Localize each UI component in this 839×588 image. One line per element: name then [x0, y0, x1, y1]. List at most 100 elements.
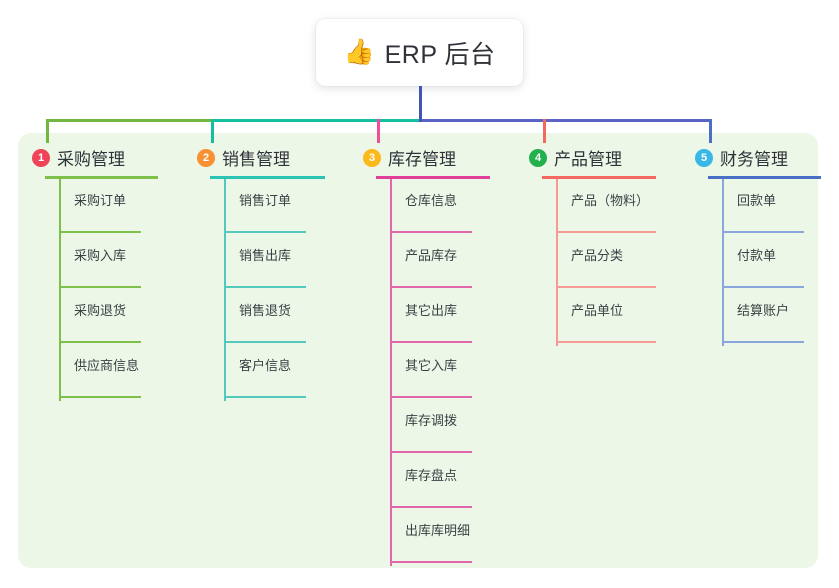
- column-title-2: 销售管理: [222, 150, 290, 169]
- leaf-label: 库存盘点: [405, 468, 458, 483]
- leaf-item[interactable]: 付款单: [722, 234, 824, 289]
- leaf-label: 产品（物料）: [571, 193, 650, 208]
- branch-drop-2: [211, 119, 214, 143]
- leaf-item[interactable]: 出库库明细: [390, 509, 492, 564]
- leaf-item[interactable]: 产品（物料）: [556, 179, 676, 234]
- leaf-item[interactable]: 产品分类: [556, 234, 676, 289]
- column-header-5[interactable]: 5 财务管理: [695, 145, 788, 170]
- leaf-item[interactable]: 产品库存: [390, 234, 492, 289]
- leaf-rule: [59, 286, 141, 288]
- leaf-item[interactable]: 其它入库: [390, 344, 492, 399]
- branch-drop-5: [709, 119, 712, 143]
- leaf-item[interactable]: 仓库信息: [390, 179, 492, 234]
- leaf-label: 销售出库: [239, 248, 292, 263]
- leaf-label: 产品库存: [405, 248, 458, 263]
- leaf-label: 其它出库: [405, 303, 458, 318]
- leaf-label: 销售退货: [239, 303, 292, 318]
- root-title: ERP 后台: [384, 40, 496, 69]
- leaf-item[interactable]: 其它出库: [390, 289, 492, 344]
- column-title-1: 采购管理: [57, 150, 125, 169]
- column-rule-3: [376, 176, 490, 179]
- column-badge-5: 5: [695, 148, 713, 167]
- leaf-item[interactable]: 库存调拨: [390, 399, 492, 454]
- leaf-item[interactable]: 销售出库: [224, 234, 326, 289]
- leaf-item[interactable]: 销售订单: [224, 179, 326, 234]
- leaf-label: 采购退货: [74, 303, 127, 318]
- leaf-label: 回款单: [737, 193, 777, 208]
- column-rule-5: [708, 176, 821, 179]
- column-spine-1: [59, 179, 61, 401]
- leaf-rule: [390, 341, 472, 343]
- leaf-rule: [390, 451, 472, 453]
- column-badge-1: 1: [32, 148, 50, 167]
- leaf-item[interactable]: 库存盘点: [390, 454, 492, 509]
- column-title-5: 财务管理: [720, 150, 788, 169]
- leaf-label: 产品单位: [571, 303, 624, 318]
- leaf-rule: [59, 396, 141, 398]
- leaf-item[interactable]: 回款单: [722, 179, 824, 234]
- leaf-rule: [390, 396, 472, 398]
- branch-drop-3: [377, 119, 380, 143]
- column-badge-4: 4: [529, 148, 547, 167]
- column-rule-2: [210, 176, 325, 179]
- column-spine-3: [390, 179, 392, 566]
- leaf-rule: [224, 286, 306, 288]
- leaf-rule: [722, 231, 804, 233]
- leaf-label: 付款单: [737, 248, 777, 263]
- bus-segment-left: [46, 119, 211, 122]
- leaf-item[interactable]: 结算账户: [722, 289, 824, 344]
- column-badge-3: 3: [363, 148, 381, 167]
- leaf-rule: [390, 231, 472, 233]
- leaf-item[interactable]: 采购入库: [59, 234, 161, 289]
- root-node[interactable]: 👍 ERP 后台: [316, 19, 523, 86]
- column-badge-2: 2: [197, 148, 215, 167]
- leaf-label: 供应商信息: [74, 358, 140, 373]
- leaf-item[interactable]: 销售退货: [224, 289, 326, 344]
- leaf-rule: [390, 506, 472, 508]
- leaf-rule: [390, 561, 472, 563]
- leaf-rule: [556, 341, 656, 343]
- bus-segment-right: [419, 119, 712, 122]
- leaf-item[interactable]: 客户信息: [224, 344, 326, 399]
- leaf-rule: [224, 396, 306, 398]
- leaf-label: 出库库明细: [405, 523, 471, 538]
- leaf-rule: [556, 286, 656, 288]
- leaf-label: 采购入库: [74, 248, 127, 263]
- content-panel: [18, 133, 818, 568]
- leaf-rule: [722, 286, 804, 288]
- branch-drop-1: [46, 119, 49, 143]
- column-title-3: 库存管理: [388, 150, 456, 169]
- column-rule-1: [45, 176, 158, 179]
- root-stem: [419, 86, 422, 122]
- leaf-item[interactable]: 供应商信息: [59, 344, 161, 399]
- leaf-label: 客户信息: [239, 358, 292, 373]
- leaf-label: 库存调拨: [405, 413, 458, 428]
- leaf-rule: [59, 231, 141, 233]
- column-title-4: 产品管理: [554, 150, 622, 169]
- thumbs-up-icon: 👍: [343, 38, 375, 66]
- leaf-rule: [224, 341, 306, 343]
- column-header-1[interactable]: 1 采购管理: [32, 145, 125, 170]
- branch-drop-4: [543, 119, 546, 143]
- leaf-rule: [722, 341, 804, 343]
- column-header-3[interactable]: 3 库存管理: [363, 145, 456, 170]
- column-header-2[interactable]: 2 销售管理: [197, 145, 290, 170]
- column-header-4[interactable]: 4 产品管理: [529, 145, 622, 170]
- leaf-label: 其它入库: [405, 358, 458, 373]
- leaf-label: 仓库信息: [405, 193, 458, 208]
- leaf-rule: [390, 286, 472, 288]
- leaf-label: 销售订单: [239, 193, 292, 208]
- column-spine-5: [722, 179, 724, 346]
- bus-segment-mid: [211, 119, 419, 122]
- leaf-item[interactable]: 采购退货: [59, 289, 161, 344]
- leaf-label: 产品分类: [571, 248, 624, 263]
- column-spine-4: [556, 179, 558, 346]
- leaf-item[interactable]: 产品单位: [556, 289, 676, 344]
- leaf-label: 采购订单: [74, 193, 127, 208]
- column-spine-2: [224, 179, 226, 401]
- leaf-rule: [224, 231, 306, 233]
- column-rule-4: [542, 176, 656, 179]
- leaf-item[interactable]: 采购订单: [59, 179, 161, 234]
- leaf-label: 结算账户: [737, 303, 790, 318]
